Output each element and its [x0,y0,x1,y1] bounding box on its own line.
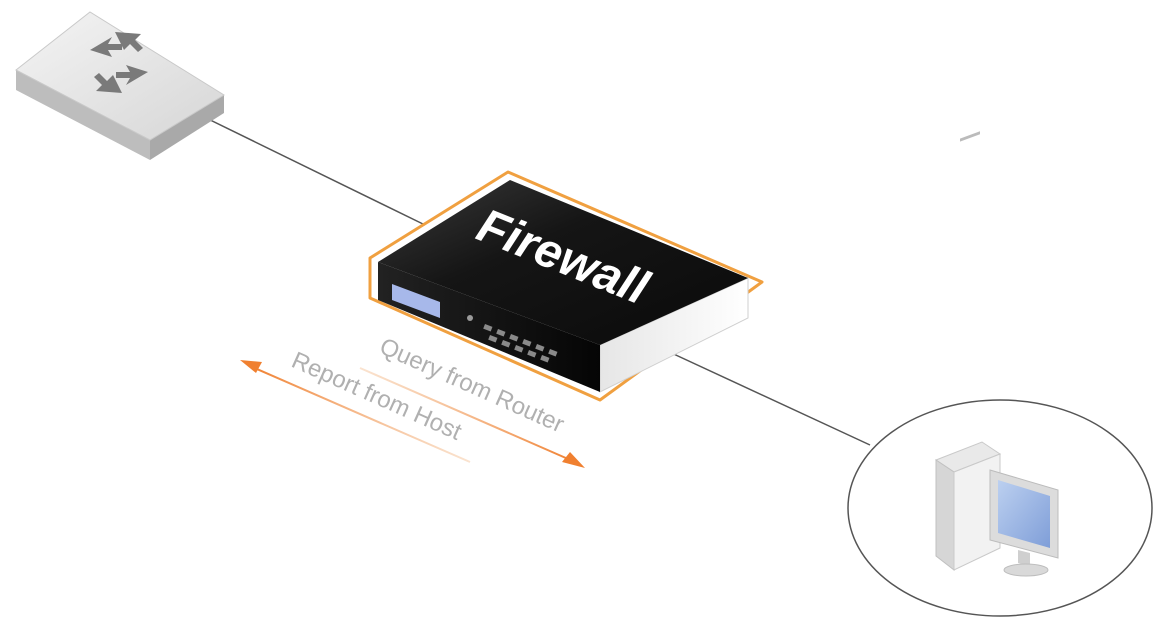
router-icon [15,11,225,160]
link-router-firewall [199,114,426,226]
flow-report-arrow [240,360,471,463]
computer-icon [934,131,1059,577]
host-group [847,131,1153,617]
link-firewall-host [664,349,871,446]
host-boundary [847,399,1153,617]
flow-query-arrow [359,367,585,468]
